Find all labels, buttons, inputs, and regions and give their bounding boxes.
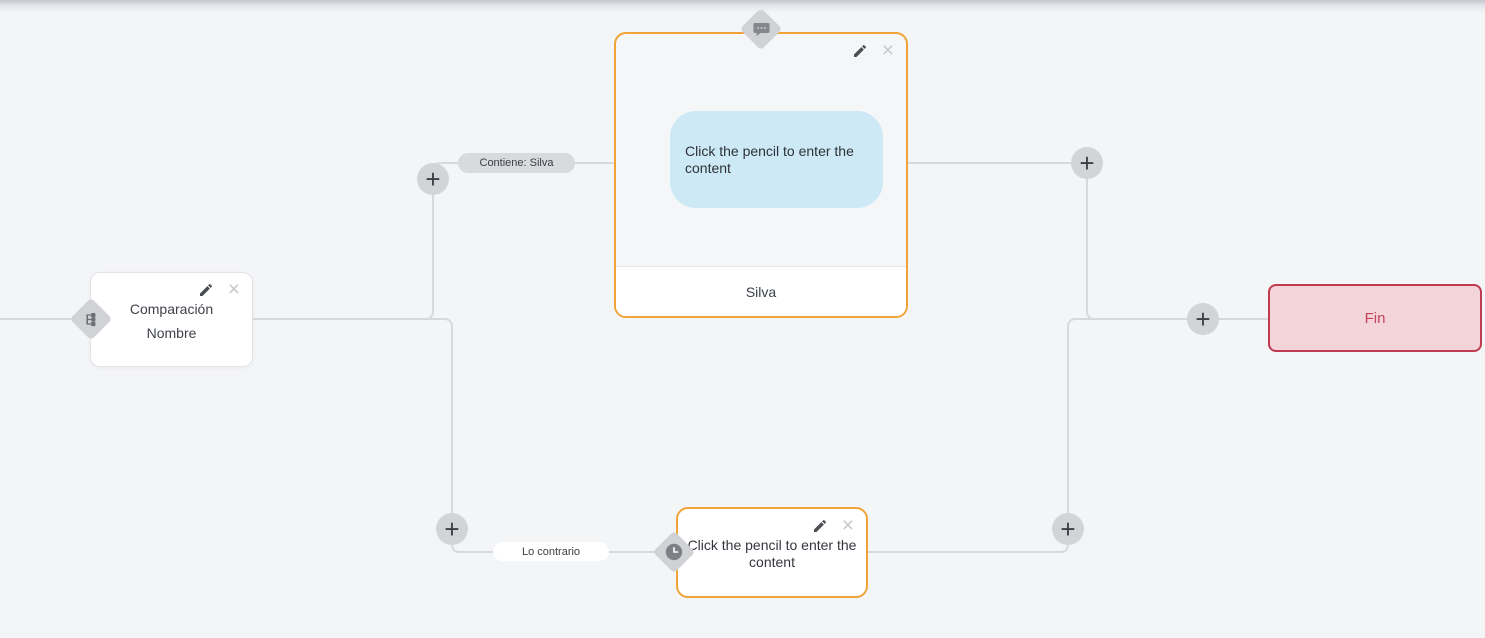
node-actions: × [198,278,240,301]
clock-icon [656,534,692,570]
add-node-button-before-fin[interactable]: + [1187,303,1219,335]
condition-node-title: Comparación Nombre [91,297,252,345]
condition-title-line2: Nombre [146,325,197,341]
edge-message-to-fin [908,162,1268,320]
message-icon [743,11,779,47]
clock-handle[interactable] [652,530,696,574]
node-actions: × [812,514,854,537]
fin-node[interactable]: Fin [1268,284,1482,352]
close-icon[interactable]: × [227,278,240,301]
close-icon[interactable]: × [881,39,894,62]
close-icon[interactable]: × [841,514,854,537]
delay-node[interactable]: × Click the pencil to enter the content [676,507,868,598]
pencil-icon [853,44,866,57]
condition-handle[interactable] [69,297,113,341]
add-node-button-otherwise-branch[interactable]: + [436,513,468,545]
message-bubble: Click the pencil to enter the content [670,111,883,208]
message-bubble-text: Click the pencil to enter the content [685,142,854,176]
add-node-button-after-message[interactable]: + [1071,147,1103,179]
edge-label-contains: Contiene: Silva [458,153,575,173]
condition-icon [73,301,109,337]
edit-button[interactable] [812,518,828,534]
condition-node[interactable]: × Comparación Nombre [90,272,253,367]
edit-button[interactable] [852,43,868,59]
pencil-icon [199,283,212,296]
edge-comparison-to-delay [253,318,678,553]
message-footer-label: Silva [745,283,777,300]
node-actions: × [852,39,894,62]
delay-node-text: Click the pencil to enter the content [687,537,857,570]
pencil-icon [813,519,826,532]
message-node-footer: Silva [616,266,906,316]
message-handle[interactable] [739,7,783,51]
edge-delay-to-fin [868,318,1268,553]
edit-button[interactable] [198,282,214,298]
add-node-button-contains-branch[interactable]: + [417,163,449,195]
edge-label-otherwise: Lo contrario [493,542,609,561]
fin-node-label: Fin [1364,309,1386,327]
condition-title-line1: Comparación [129,301,214,317]
message-node[interactable]: × Click the pencil to enter the content … [614,32,908,318]
add-node-button-after-delay[interactable]: + [1052,513,1084,545]
